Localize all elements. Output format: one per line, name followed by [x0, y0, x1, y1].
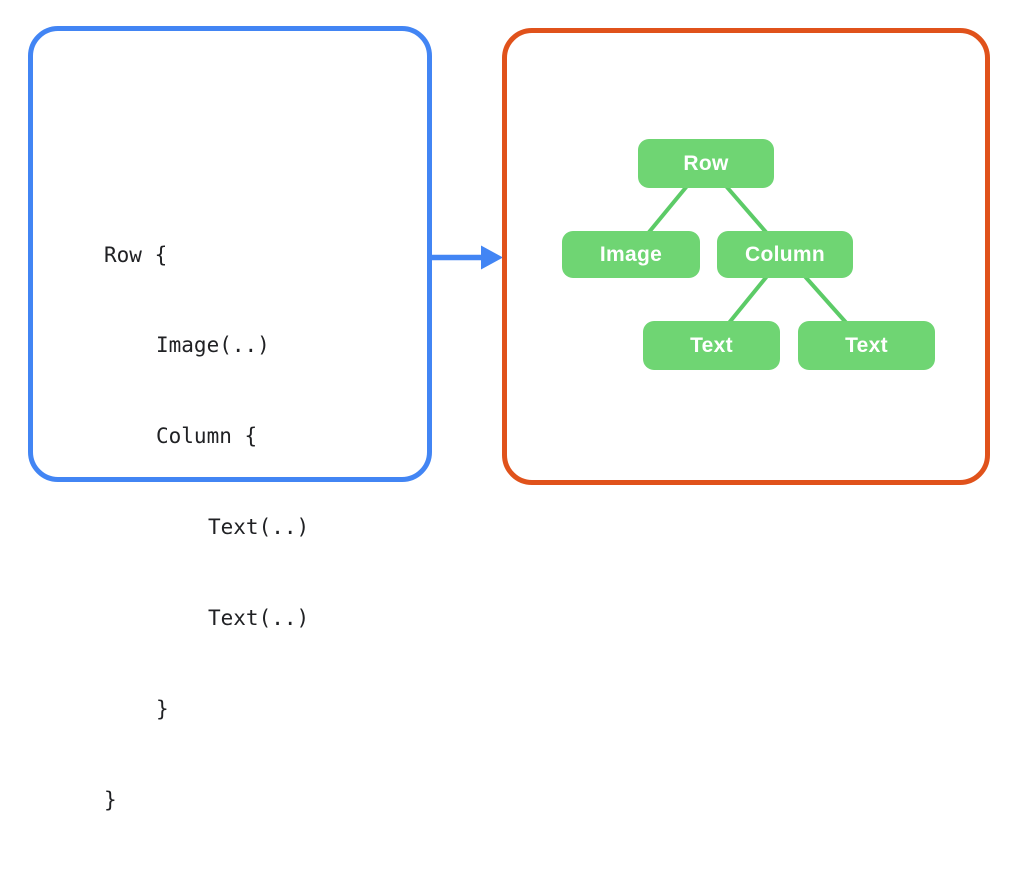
tree-panel: Row Image Column Text Text: [502, 28, 990, 485]
code-block: Row { Image(..) Column { Text(..) Text(.…: [104, 179, 309, 876]
code-line: }: [156, 697, 169, 722]
tree-node-image: Image: [562, 231, 700, 278]
tree-node-row: Row: [638, 139, 774, 188]
code-line: Text(..): [208, 606, 310, 631]
code-panel: Row { Image(..) Column { Text(..) Text(.…: [28, 26, 432, 812]
tree-node-text-2: Text: [798, 321, 935, 370]
tree-node-text-1: Text: [643, 321, 780, 370]
arrow-head: [481, 245, 503, 270]
code-line: }: [104, 787, 117, 812]
code-line: Image(..): [156, 333, 270, 358]
right-arrow-icon: [431, 245, 503, 270]
code-line: Row {: [104, 242, 168, 267]
code-line: Text(..): [208, 515, 310, 540]
tree-node-column: Column: [717, 231, 853, 278]
diagram-canvas: Row { Image(..) Column { Text(..) Text(.…: [28, 26, 990, 812]
code-line: Column {: [156, 424, 258, 449]
